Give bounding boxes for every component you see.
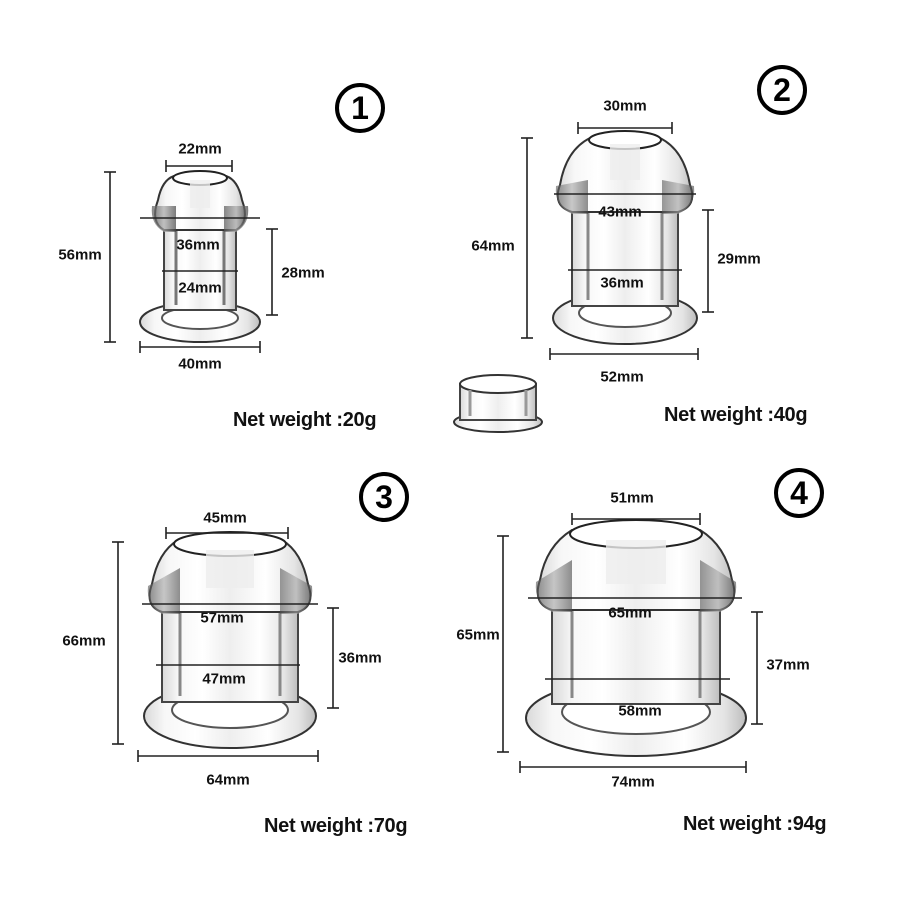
head-width-label: 36mm [176, 236, 220, 254]
shaft-height-label: 28mm [281, 264, 325, 282]
plug-4-drawing [497, 513, 763, 773]
top-width-label: 51mm [610, 489, 654, 507]
net-weight-label: Net weight :94g [683, 813, 827, 835]
head-width-label: 57mm [200, 609, 244, 627]
head-width-label: 65mm [608, 604, 652, 622]
top-width-label: 45mm [203, 509, 247, 527]
stopper-cap-drawing [453, 374, 543, 433]
badge-number: 4 [790, 475, 808, 511]
shaft-width-label: 47mm [202, 670, 246, 688]
base-width-label: 40mm [178, 355, 222, 373]
base-width-label: 74mm [611, 773, 655, 791]
badge-number: 2 [773, 72, 791, 108]
total-height-label: 65mm [456, 626, 500, 644]
net-weight-label: Net weight :20g [233, 409, 377, 431]
top-width-label: 30mm [603, 97, 647, 115]
net-weight-label: Net weight :40g [664, 404, 808, 426]
total-height-label: 66mm [62, 632, 106, 650]
shaft-height-label: 29mm [717, 250, 761, 268]
product-number-badge-1: 1 [335, 83, 385, 133]
product-number-badge-4: 4 [774, 468, 824, 518]
base-width-label: 52mm [600, 368, 644, 386]
shaft-width-label: 24mm [178, 279, 222, 297]
plug-2-drawing [521, 122, 714, 360]
product-number-badge-2: 2 [757, 65, 807, 115]
base-width-label: 64mm [206, 771, 250, 789]
shaft-height-label: 37mm [766, 656, 810, 674]
net-weight-label: Net weight :70g [264, 815, 408, 837]
shaft-width-label: 58mm [618, 702, 662, 720]
plug-3-drawing [112, 527, 339, 762]
badge-number: 3 [375, 479, 393, 515]
product-number-badge-3: 3 [359, 472, 409, 522]
total-height-label: 56mm [58, 246, 102, 264]
top-width-label: 22mm [178, 140, 222, 158]
head-width-label: 43mm [598, 203, 642, 221]
total-height-label: 64mm [471, 237, 515, 255]
badge-number: 1 [351, 90, 369, 126]
shaft-height-label: 36mm [338, 649, 382, 667]
plug-1-drawing [104, 160, 278, 353]
shaft-width-label: 36mm [600, 274, 644, 292]
